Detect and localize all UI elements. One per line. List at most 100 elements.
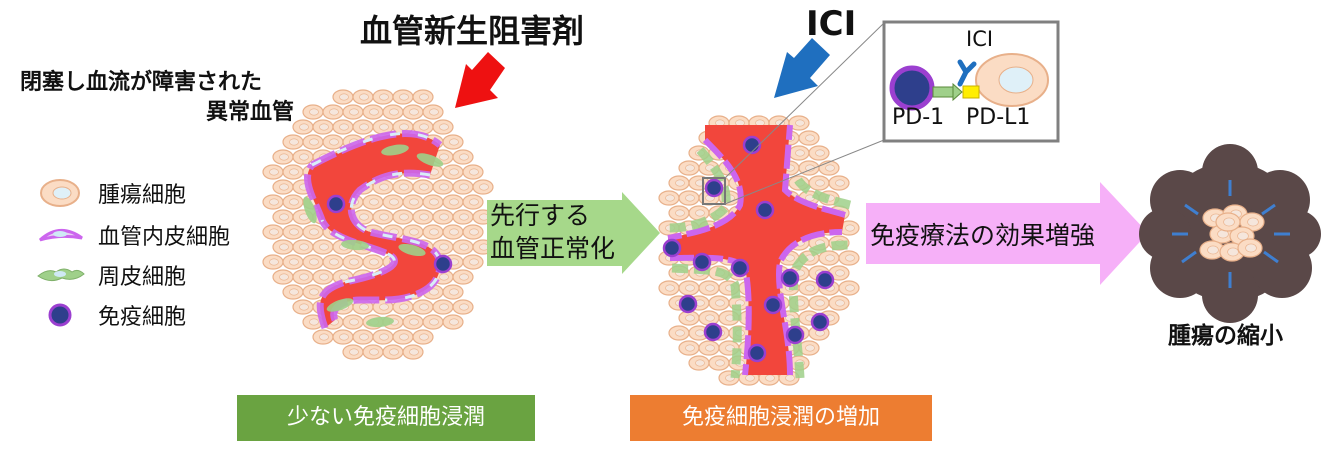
tumor-cell-nucleus	[299, 273, 309, 281]
immune-cell	[763, 295, 783, 315]
tumor-cell-nucleus	[409, 348, 419, 356]
tumor-cell-nucleus	[299, 243, 309, 251]
tumor-cell-nucleus	[429, 108, 439, 116]
tumor-cell-nucleus	[309, 258, 319, 266]
legend-item-pericyte: 周皮細胞	[40, 260, 186, 290]
tumor-cell-nucleus	[379, 123, 389, 131]
ici-arrow	[774, 38, 830, 98]
vessel-normalization-arrow	[487, 192, 660, 274]
tumor-cell-nucleus	[399, 183, 409, 191]
tumor-cell-nucleus	[419, 333, 429, 341]
tumor-cell-nucleus	[349, 108, 359, 116]
immune-cell	[326, 194, 346, 214]
increased-infiltration-label: 免疫細胞浸潤の増加	[681, 405, 880, 430]
tumor-cell-nucleus	[289, 228, 299, 236]
tumor-cell-nucleus	[419, 123, 429, 131]
pericyte	[341, 239, 369, 251]
tumor-cell-nucleus	[379, 303, 389, 311]
inset-source-box	[702, 177, 726, 205]
tumor-cell-nucleus	[419, 213, 429, 221]
tumor-cell-nucleus	[845, 254, 855, 262]
tumor-cell-nucleus	[299, 153, 309, 161]
tumor-cell-nucleus	[439, 213, 449, 221]
tumor-cell-nucleus	[805, 344, 815, 352]
tumor-cell-nucleus	[795, 149, 805, 157]
tumor-cell-nucleus	[845, 284, 855, 292]
shrinkage-label: 腫瘍の縮小	[1168, 323, 1283, 349]
immune-cell	[692, 252, 712, 272]
tumor-cell-nucleus	[675, 329, 685, 337]
tumor-cell-nucleus	[835, 269, 845, 277]
pericyte-icon	[37, 268, 85, 282]
immune-cell	[662, 238, 682, 258]
pd1-receptor	[932, 86, 954, 98]
tumor-cell-icon	[40, 179, 80, 207]
tumor-cell-nucleus	[279, 243, 289, 251]
immune-cell	[742, 135, 762, 155]
tumor-cell-nucleus	[279, 273, 289, 281]
tumor-cell-nucleus	[685, 284, 695, 292]
tumor-cell-nucleus	[339, 333, 349, 341]
ici-title: ICI	[806, 4, 857, 44]
low-infiltration-box	[237, 395, 535, 441]
immune-cell	[785, 325, 805, 345]
tumor-cell-nucleus	[725, 344, 735, 352]
tumor-cell-nucleus	[349, 348, 359, 356]
tumor-cell-nucleus	[419, 303, 429, 311]
tumor-cell-nucleus	[449, 318, 459, 326]
tumor-cell-nucleus	[289, 168, 299, 176]
tumor-cell-nucleus	[319, 243, 329, 251]
tumor-cell-nucleus	[399, 333, 409, 341]
tumor-cell-nucleus	[805, 134, 815, 142]
tumor-cell-nucleus	[339, 273, 349, 281]
tumor-cell-nucleus	[815, 179, 825, 187]
tumor-cell-nucleus	[715, 359, 725, 367]
legend-item-tumor: 腫瘍細胞	[40, 178, 186, 208]
tumor-cell-nucleus	[805, 284, 815, 292]
tumor-cell-nucleus	[369, 348, 379, 356]
tumor-cell-nucleus	[309, 108, 319, 116]
tumor-cell-nucleus	[289, 288, 299, 296]
tumor-cell-nucleus	[289, 198, 299, 206]
tumor-cell-nucleus	[329, 258, 339, 266]
tumor-cell-nucleus	[439, 243, 449, 251]
tumor-cell-nucleus	[825, 164, 835, 172]
tumor-cell-nucleus	[339, 123, 349, 131]
tumor-cell-nucleus	[665, 284, 675, 292]
inset-pdl1-label: PD-L1	[966, 105, 1031, 130]
tumor-cell-nucleus	[815, 149, 825, 157]
normalized-vessel	[668, 125, 845, 375]
tumor-cell-nucleus	[459, 213, 469, 221]
tumor-cell-nucleus	[409, 318, 419, 326]
tumor-cell-nucleus	[369, 258, 379, 266]
tumor-cell-nucleus	[785, 374, 795, 382]
tumor-cell-nucleus	[409, 108, 419, 116]
tumor-cell-nucleus	[469, 168, 479, 176]
low-infiltration-label: 少ない免疫細胞浸潤	[286, 405, 485, 430]
endothelial-lining-left-inner	[311, 132, 442, 302]
immune-cells-left	[326, 194, 453, 274]
tumor-cell-nucleus	[459, 153, 469, 161]
immune-cell	[780, 268, 800, 288]
tumor-cell-nucleus	[359, 93, 369, 101]
pericyte	[398, 243, 426, 257]
tumor-cell-nucleus	[279, 153, 289, 161]
abnormal-vessel-label-line1: 閉塞し血流が障害された	[20, 70, 263, 95]
tumor-cell-nucleus	[359, 123, 369, 131]
inset-ici-label: ICI	[966, 27, 994, 51]
ici-antibody-icon	[957, 59, 977, 87]
tumor-cell-nucleus	[439, 183, 449, 191]
legend-label: 血管内皮細胞	[98, 225, 231, 250]
tumor-cell-nucleus	[379, 333, 389, 341]
tumor-cell-nucleus	[409, 228, 419, 236]
legend-item-immune: 免疫細胞	[40, 300, 186, 330]
tumor-cell-nucleus	[1207, 245, 1219, 255]
immune-cell	[730, 258, 750, 278]
tumor-cell-nucleus	[379, 183, 389, 191]
tumor-cell-nucleus	[449, 198, 459, 206]
tumor-cell-nucleus	[389, 198, 399, 206]
tumor-cell-nucleus	[765, 374, 775, 382]
immune-cell	[678, 294, 698, 314]
tumor-cell-nucleus	[685, 164, 695, 172]
abnormal-vessel	[307, 133, 440, 328]
